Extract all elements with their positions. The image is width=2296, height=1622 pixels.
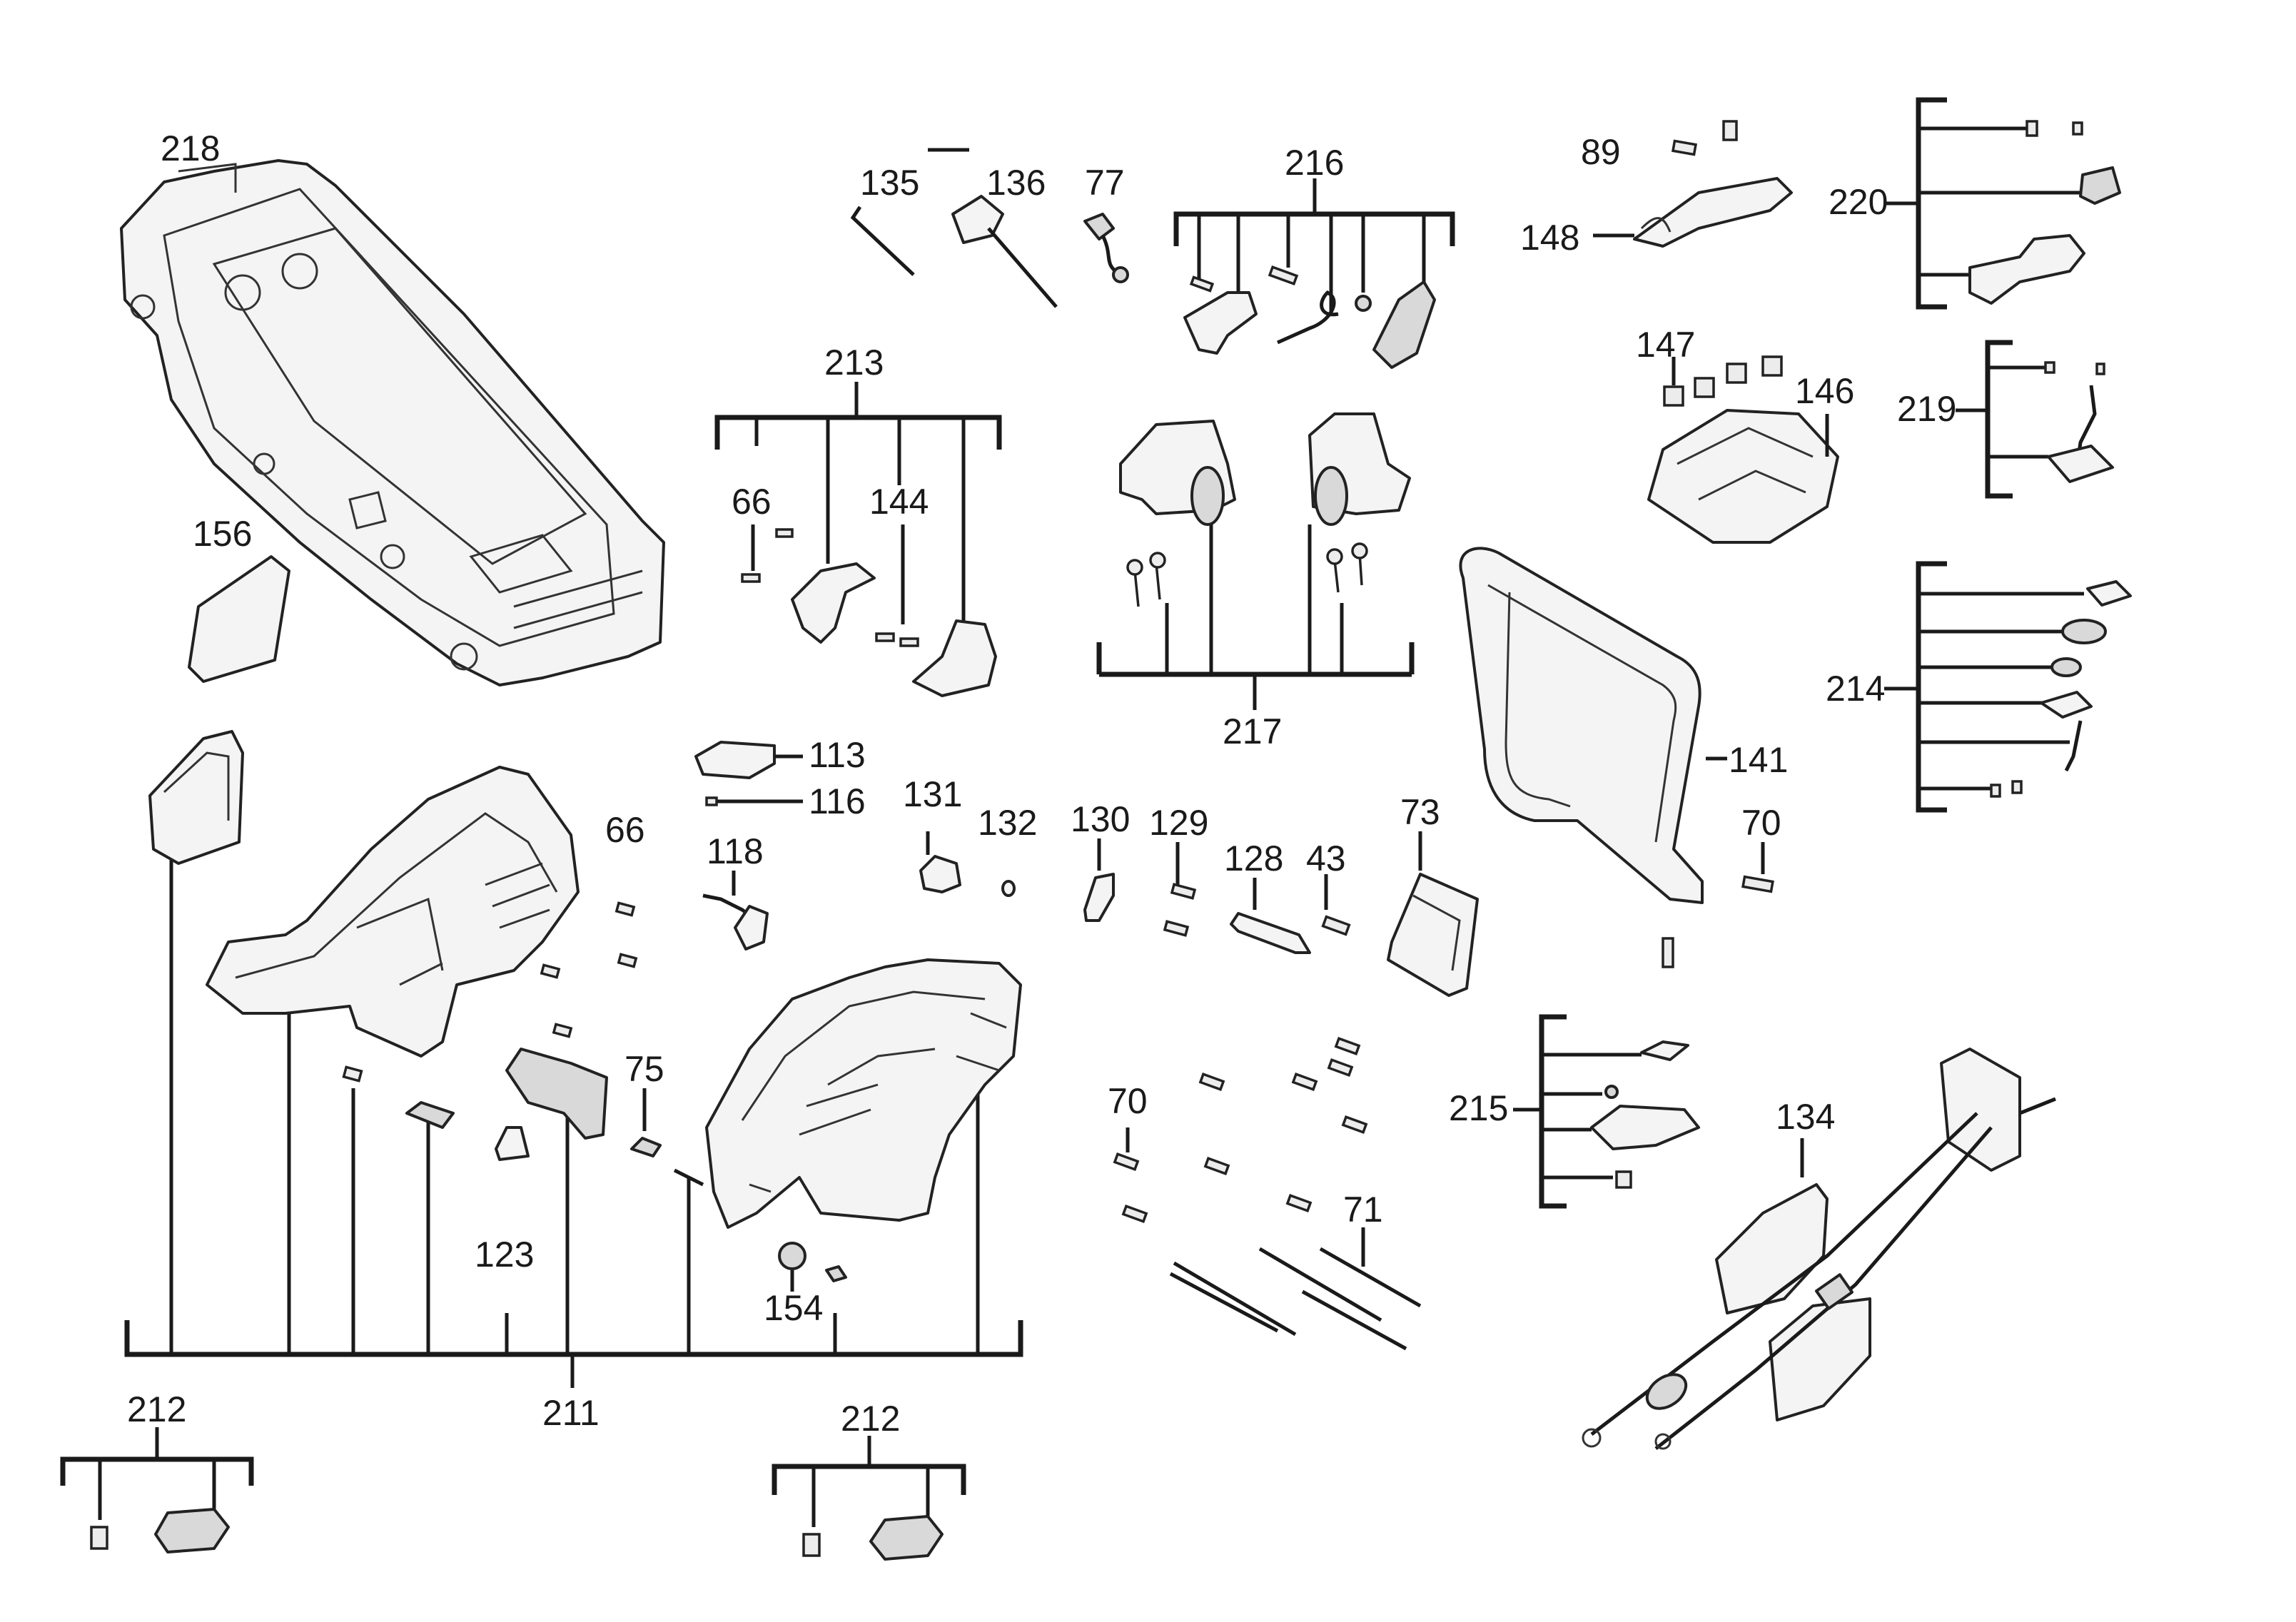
label-129: 129 [1149, 803, 1208, 843]
label-71: 71 [1343, 1190, 1383, 1230]
part-130-bushing [1083, 838, 1115, 922]
label-70-lower: 70 [1108, 1081, 1148, 1121]
label-73: 73 [1400, 792, 1440, 832]
part-134-wiring-harness [1582, 1048, 2056, 1450]
label-214: 214 [1826, 669, 1885, 709]
label-134: 134 [1776, 1097, 1835, 1137]
part-211-group [124, 730, 1023, 1388]
label-156: 156 [193, 514, 252, 554]
label-75: 75 [624, 1049, 664, 1089]
part-labels: 218 156 135 136 77 216 213 66 144 217 89… [127, 128, 1956, 1439]
part-113-plate [694, 741, 803, 779]
part-220-group [1884, 97, 2121, 310]
part-212-group-left [60, 1427, 254, 1553]
label-66-upper: 66 [732, 482, 772, 522]
label-66-lower: 66 [605, 810, 645, 850]
label-216: 216 [1285, 143, 1344, 183]
label-154: 154 [764, 1288, 823, 1328]
label-128: 128 [1224, 838, 1283, 878]
part-77-switch-wire [1083, 213, 1129, 283]
part-146-control-board [1647, 355, 1839, 544]
part-214-group [1884, 561, 2132, 813]
label-215: 215 [1449, 1088, 1508, 1128]
part-215-group [1513, 1014, 1700, 1209]
label-77: 77 [1085, 163, 1125, 203]
label-131: 131 [903, 774, 962, 814]
label-212-left: 212 [127, 1389, 186, 1429]
part-213-group [714, 382, 1002, 697]
label-144: 144 [869, 482, 929, 522]
part-43-pin [1321, 874, 1351, 936]
label-211: 211 [542, 1393, 600, 1433]
part-156-label [188, 555, 290, 683]
part-219-group [1956, 340, 2114, 499]
part-116-screw [705, 796, 803, 806]
label-132: 132 [978, 803, 1037, 843]
label-113: 113 [809, 735, 866, 775]
part-118-switch [702, 871, 769, 951]
label-123: 123 [475, 1235, 534, 1274]
label-213: 213 [824, 343, 884, 382]
label-146: 146 [1795, 371, 1854, 411]
label-219: 219 [1897, 389, 1956, 429]
label-218: 218 [161, 128, 220, 168]
part-136-t-wrench [951, 195, 1058, 308]
part-217-wheels [1096, 412, 1415, 710]
label-43: 43 [1306, 838, 1346, 878]
label-217: 217 [1223, 711, 1282, 751]
part-71-screw-cluster [1113, 1036, 1422, 1351]
label-212-right: 212 [841, 1399, 900, 1439]
part-129-screws [1163, 842, 1197, 937]
part-218-base-housing [120, 159, 665, 686]
part-132-ring [1001, 880, 1016, 897]
part-135-hex-key [850, 206, 915, 276]
label-136: 136 [986, 163, 1046, 203]
label-70-upper: 70 [1741, 803, 1781, 843]
label-130: 130 [1071, 799, 1130, 839]
label-148: 148 [1520, 218, 1579, 258]
label-118: 118 [707, 831, 764, 871]
label-147: 147 [1636, 325, 1695, 365]
label-135: 135 [860, 163, 919, 203]
label-89: 89 [1581, 132, 1621, 172]
label-220: 220 [1829, 182, 1888, 222]
part-216-group [1173, 178, 1455, 369]
label-141: 141 [1729, 740, 1788, 780]
part-148-bracket [1593, 177, 1793, 248]
part-128-clip [1230, 878, 1311, 954]
label-116: 116 [809, 781, 866, 821]
part-212-group-right [772, 1436, 966, 1561]
part-141-handle [1459, 547, 1774, 968]
part-73-cover [1387, 831, 1479, 997]
part-131-block [919, 855, 961, 893]
